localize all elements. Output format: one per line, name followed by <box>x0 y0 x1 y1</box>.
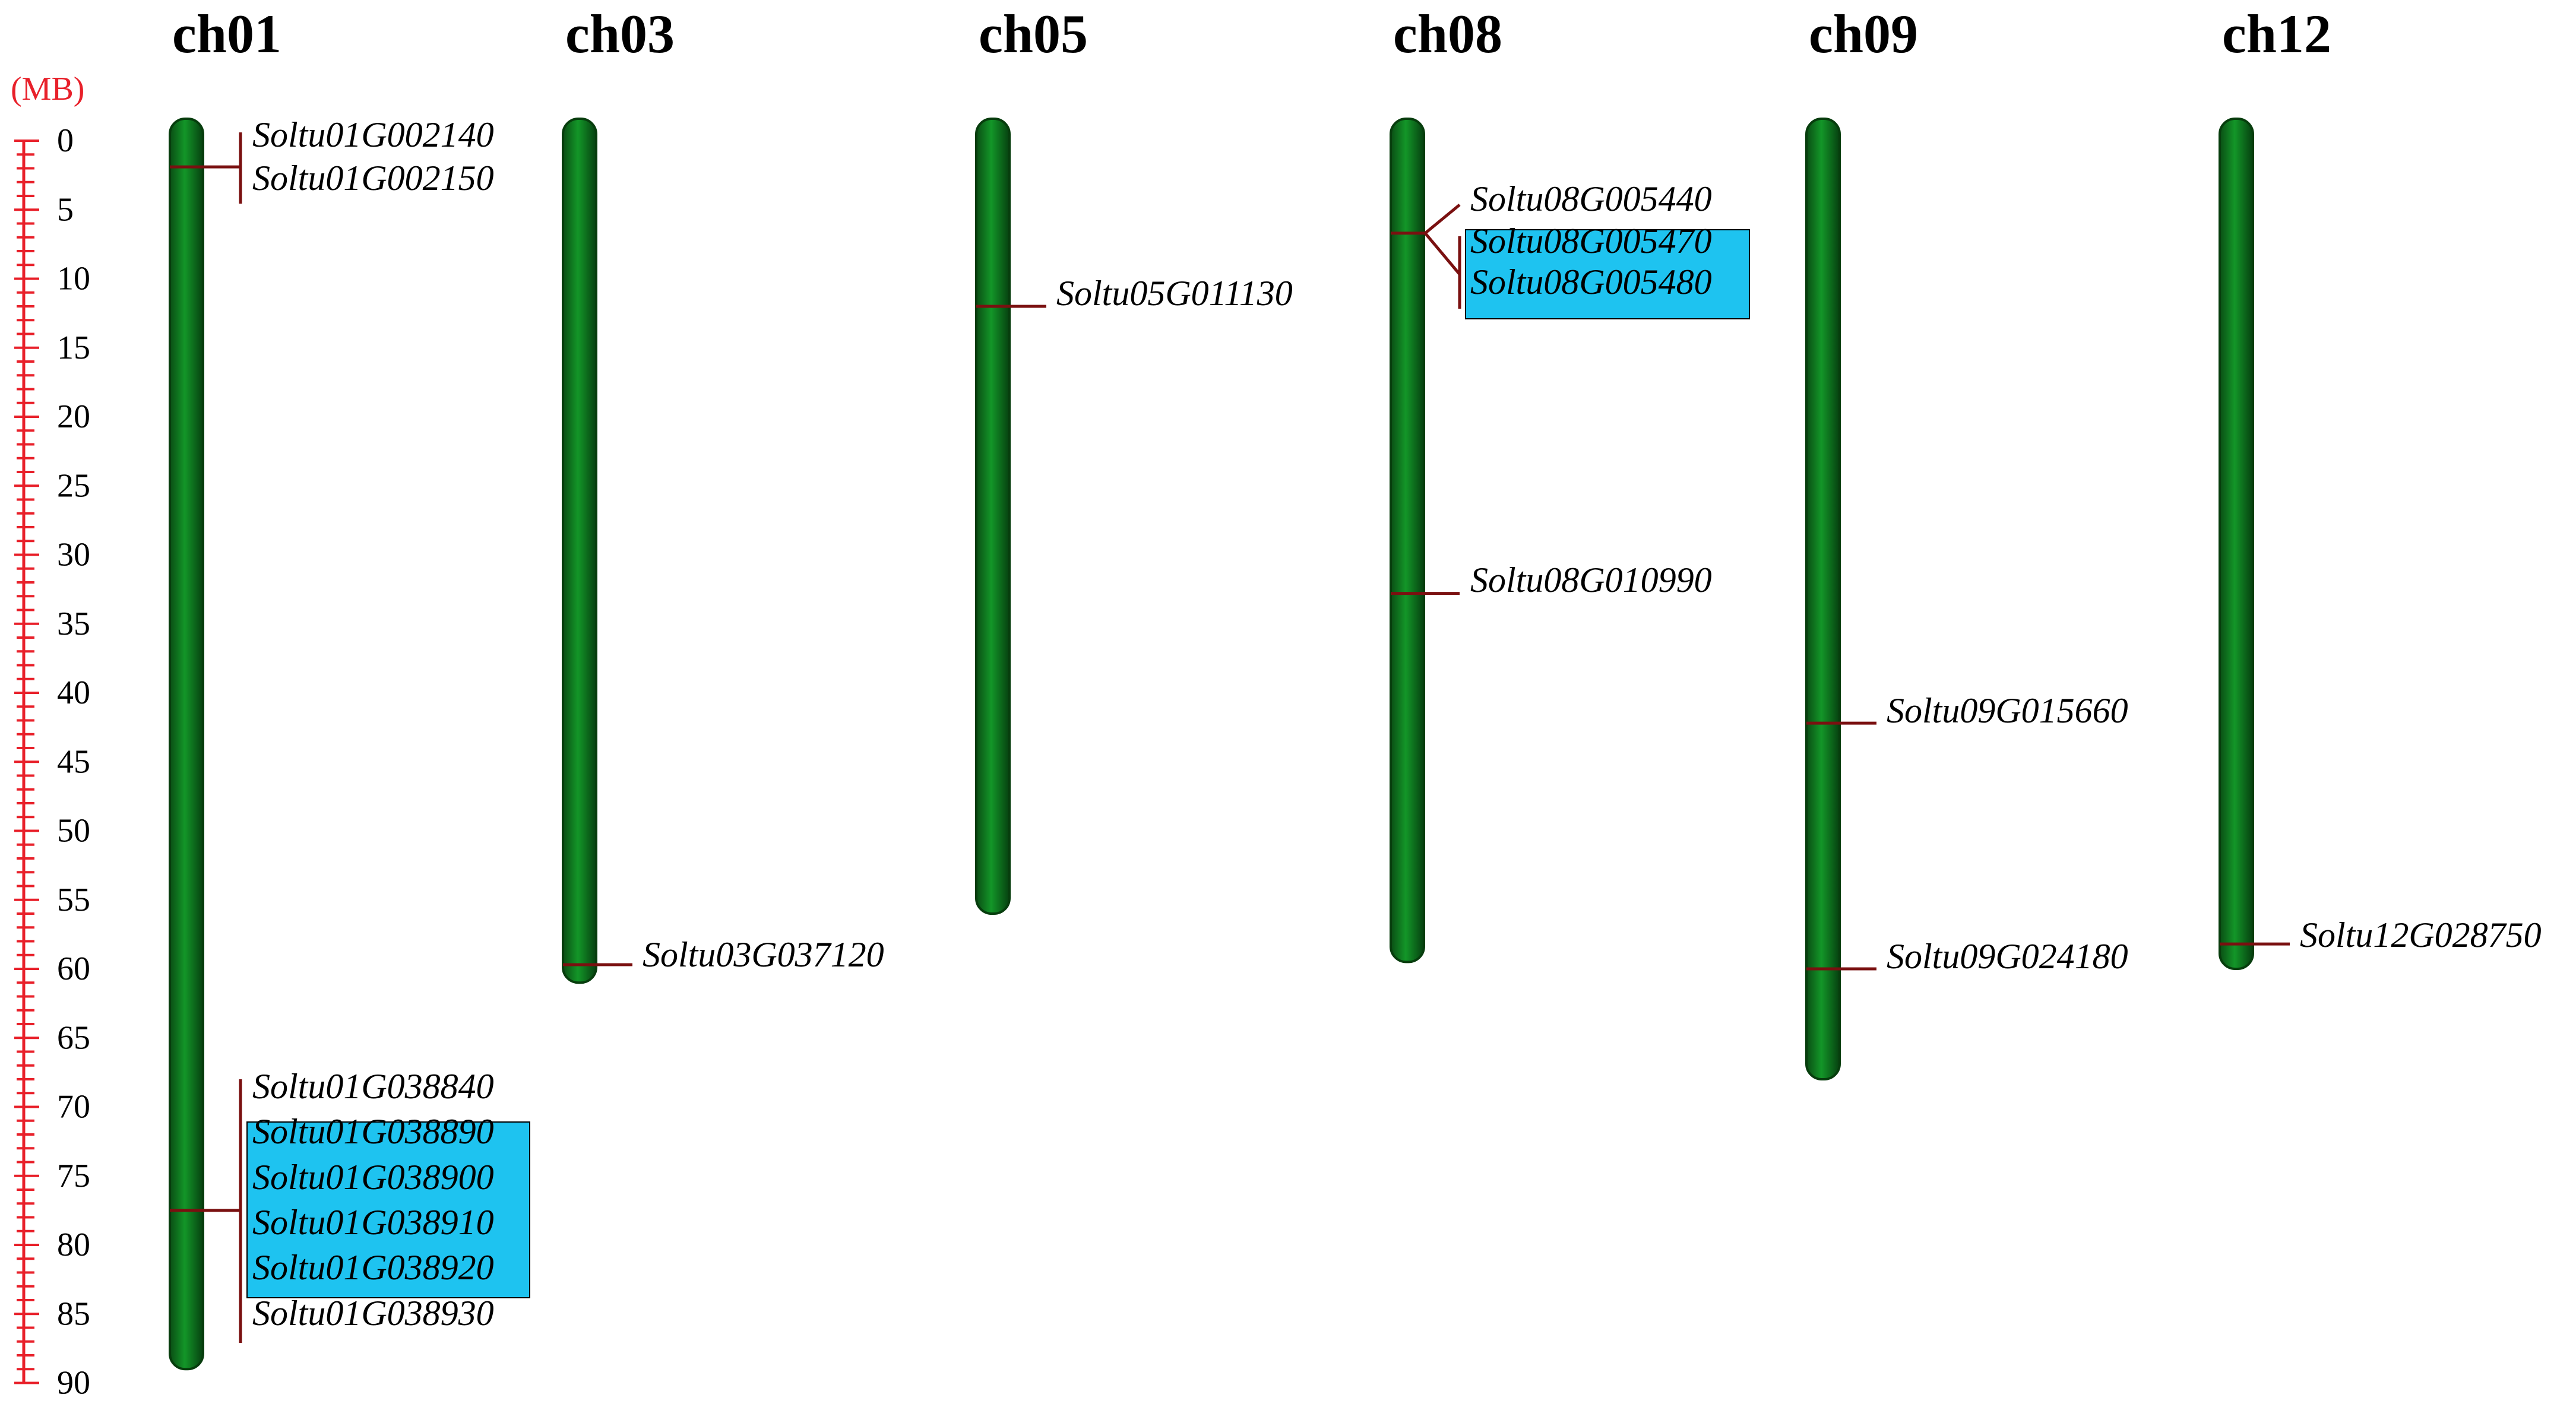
scale-tick-label: 75 <box>57 1158 90 1194</box>
gene-label: Soltu01G038840 <box>252 1067 494 1106</box>
scale-bar: (MB) 0 5 10 15 20 25 30 35 40 45 50 55 60 65 70 75 80 85 90 <box>11 71 90 1402</box>
chromosome-title: ch03 <box>565 4 675 64</box>
chromosome-bar <box>975 118 1011 915</box>
chromosome-bar <box>2219 118 2254 970</box>
chromosome-bar <box>1805 118 1841 1080</box>
gene-locus: Soltu09G015660 <box>1806 691 2128 730</box>
gene-label: Soltu08G005470 <box>1470 221 1712 261</box>
gene-label: Soltu01G038900 <box>252 1158 494 1197</box>
gene-locus: Soltu05G011130 <box>976 274 1293 313</box>
gene-label: Soltu01G038890 <box>252 1112 494 1151</box>
chromosome-ch01: ch01Soltu01G002140Soltu01G002150Soltu01G… <box>169 4 530 1371</box>
gene-highlight-box <box>246 1121 530 1298</box>
scale-tick-label: 80 <box>57 1226 90 1263</box>
scale-tick-label: 45 <box>57 743 90 780</box>
gene-label: Soltu12G028750 <box>2300 915 2542 955</box>
gene-label: Soltu08G005480 <box>1470 262 1712 302</box>
gene-label: Soltu01G002150 <box>252 159 494 198</box>
scale-tick-label: 60 <box>57 950 90 987</box>
chromosome-title: ch08 <box>1393 4 1502 64</box>
gene-label: Soltu01G038910 <box>252 1203 494 1242</box>
scale-tick-label: 70 <box>57 1089 90 1126</box>
gene-label: Soltu01G038930 <box>252 1294 494 1333</box>
scale-tick-label: 10 <box>57 261 90 297</box>
gene-label: Soltu03G037120 <box>643 935 884 974</box>
gene-locus: Soltu12G028750 <box>2220 915 2542 955</box>
chromosome-title: ch01 <box>172 4 281 64</box>
gene-label: Soltu09G024180 <box>1887 937 2128 976</box>
gene-highlight-box <box>1465 229 1750 319</box>
chromosome-title: ch09 <box>1809 4 1918 64</box>
scale-unit-label: (MB) <box>11 71 84 107</box>
scale-tick-label: 40 <box>57 674 90 711</box>
gene-locus: Soltu03G037120 <box>563 935 884 974</box>
gene-label: Soltu08G010990 <box>1470 560 1712 600</box>
chromosome-title: ch12 <box>2222 4 2331 64</box>
gene-marker-line <box>1424 232 1461 275</box>
scale-tick-label: 90 <box>57 1365 90 1402</box>
scale-tick-label: 20 <box>57 398 90 435</box>
gene-label: Soltu01G002140 <box>252 115 494 154</box>
gene-label: Soltu01G038920 <box>252 1248 494 1287</box>
chromosome-bar <box>1390 118 1425 964</box>
scale-tick-label: 55 <box>57 882 90 918</box>
chromosome-title: ch05 <box>979 4 1088 64</box>
scale-tick-label: 65 <box>57 1019 90 1056</box>
chromosome-ch08: ch08Soltu08G005440Soltu08G005470Soltu08G… <box>1390 4 1750 964</box>
scale-tick-label: 35 <box>57 606 90 642</box>
chromosome-bar <box>562 118 597 984</box>
scale-tick-label: 15 <box>57 329 90 366</box>
gene-locus: Soltu01G038840Soltu01G038890Soltu01G0389… <box>170 1067 530 1343</box>
scale-tick-label: 30 <box>57 537 90 573</box>
scale-tick-label: 5 <box>57 191 74 228</box>
gene-label: Soltu08G005440 <box>1470 179 1712 218</box>
gene-locus: Soltu09G024180 <box>1806 937 2128 976</box>
scale-tick-label: 50 <box>57 813 90 850</box>
gene-label: Soltu09G015660 <box>1887 691 2128 730</box>
scale-tick-label: 25 <box>57 467 90 504</box>
scale-tick-label: 0 <box>57 122 74 159</box>
scale-tick-label: 85 <box>57 1295 90 1332</box>
chromosome-bar <box>169 118 204 1371</box>
chromosome-panel: ch01Soltu01G002140Soltu01G002150Soltu01G… <box>169 4 2542 1371</box>
gene-locus: Soltu08G010990 <box>1391 560 1712 600</box>
gene-label: Soltu05G011130 <box>1056 274 1293 313</box>
